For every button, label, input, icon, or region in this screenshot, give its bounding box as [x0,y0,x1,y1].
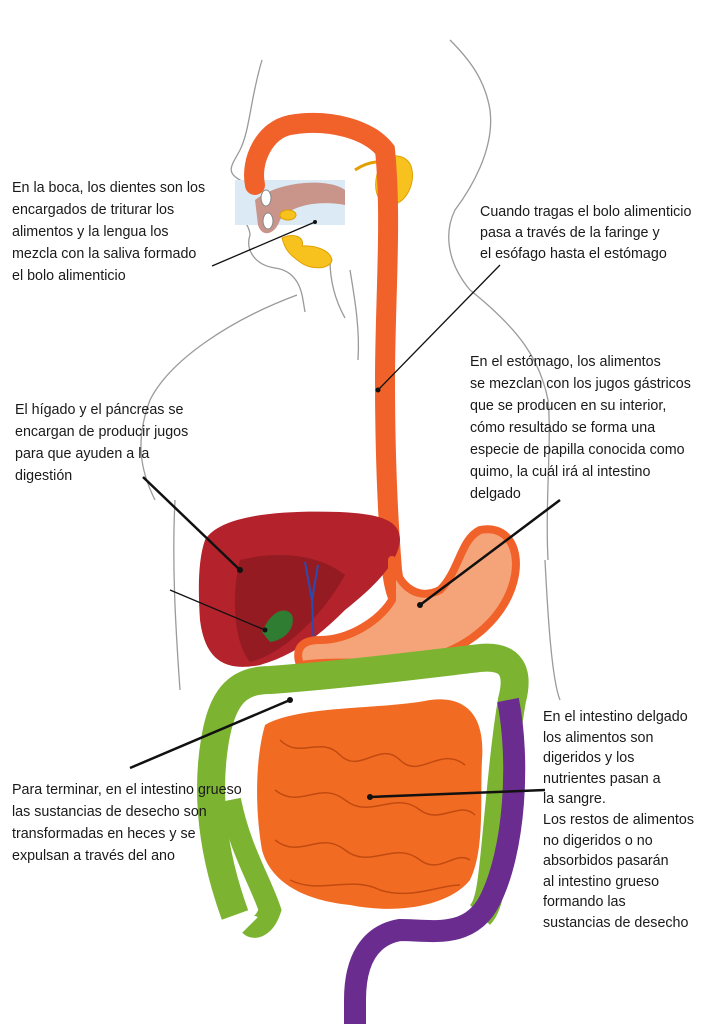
annotation-line: transformadas en heces y se [12,826,196,842]
annotation-stomach: En el estómago, los alimentos se mezclan… [470,351,691,505]
tooth-icon [260,189,272,207]
annotation-line: delgado [470,486,521,502]
annotation-line: encargados de triturar los [12,202,175,218]
annotation-line: expulsan a través del ano [12,848,175,864]
small-intestine [257,699,483,909]
annotation-line: En la boca, los dientes son los [12,180,206,196]
annotation-line: el esófago hasta el estómago [480,246,667,262]
annotation-line: pasa a través de la faringe y [480,225,660,241]
annotation-line: las sustancias de desecho son [12,804,207,820]
tooth-icon [262,212,274,230]
cecum-appendix [219,797,282,938]
annotation-line: digeridos y los [543,750,635,767]
annotation-line: Cuando tragas el bolo alimenticio [480,204,692,220]
annotation-line: no digeridos o no [543,832,653,849]
annotation-line: Para terminar, en el intestino grueso [12,782,242,798]
annotation-small-intestine: En el intestino delgado los alimentos so… [543,707,694,934]
annotation-line: sustancias de desecho [543,914,689,931]
annotation-line: alimentos y la lengua los [12,224,169,240]
annotation-swallow: Cuando tragas el bolo alimenticio pasa a… [480,202,691,265]
annotation-line: El hígado y el páncreas se [15,402,184,418]
liver-shade [234,555,345,662]
annotation-line: para que ayuden a la [15,446,150,462]
annotation-line: los alimentos son [543,729,654,746]
annotation-line: mezcla con la saliva formado [12,246,197,262]
descending-colon-rectum [344,697,526,1024]
annotation-line: En el estómago, los alimentos [470,354,661,370]
annotation-line: Los restos de alimentos [543,811,694,828]
annotation-line: se mezclan con los jugos gástricos [470,376,691,392]
annotation-line: al intestino grueso [543,873,660,890]
annotation-line: encargan de producir jugos [15,424,189,440]
annotation-line: digestión [15,468,73,484]
annotation-line: la sangre. [543,791,606,808]
annotation-line: nutrientes pasan a [543,770,661,787]
annotation-line: el bolo alimenticio [12,268,126,284]
pointer-dots [237,220,423,800]
palate-tongue [255,182,345,234]
annotation-line: cómo resultado se forma una [470,420,656,436]
annotation-line: especie de papilla conocida como [470,442,685,458]
annotation-line: absorbidos pasarán [543,853,669,870]
annotation-liver-pancreas: El hígado y el páncreas se encargan de p… [15,399,188,487]
annotation-line: En el intestino delgado [543,709,688,725]
large-intestine [197,643,529,925]
annotation-large-intestine: Para terminar, en el intestino grueso la… [12,779,242,867]
annotation-mouth: En la boca, los dientes son los encargad… [12,177,205,287]
pointer-lines [129,221,561,799]
gallbladder [262,610,293,642]
annotation-line: que se producen en su interior, [470,398,667,414]
annotation-line: formando las [543,894,626,911]
annotation-line: quimo, la cuál irá al intestino [470,464,651,480]
stomach [294,525,520,669]
